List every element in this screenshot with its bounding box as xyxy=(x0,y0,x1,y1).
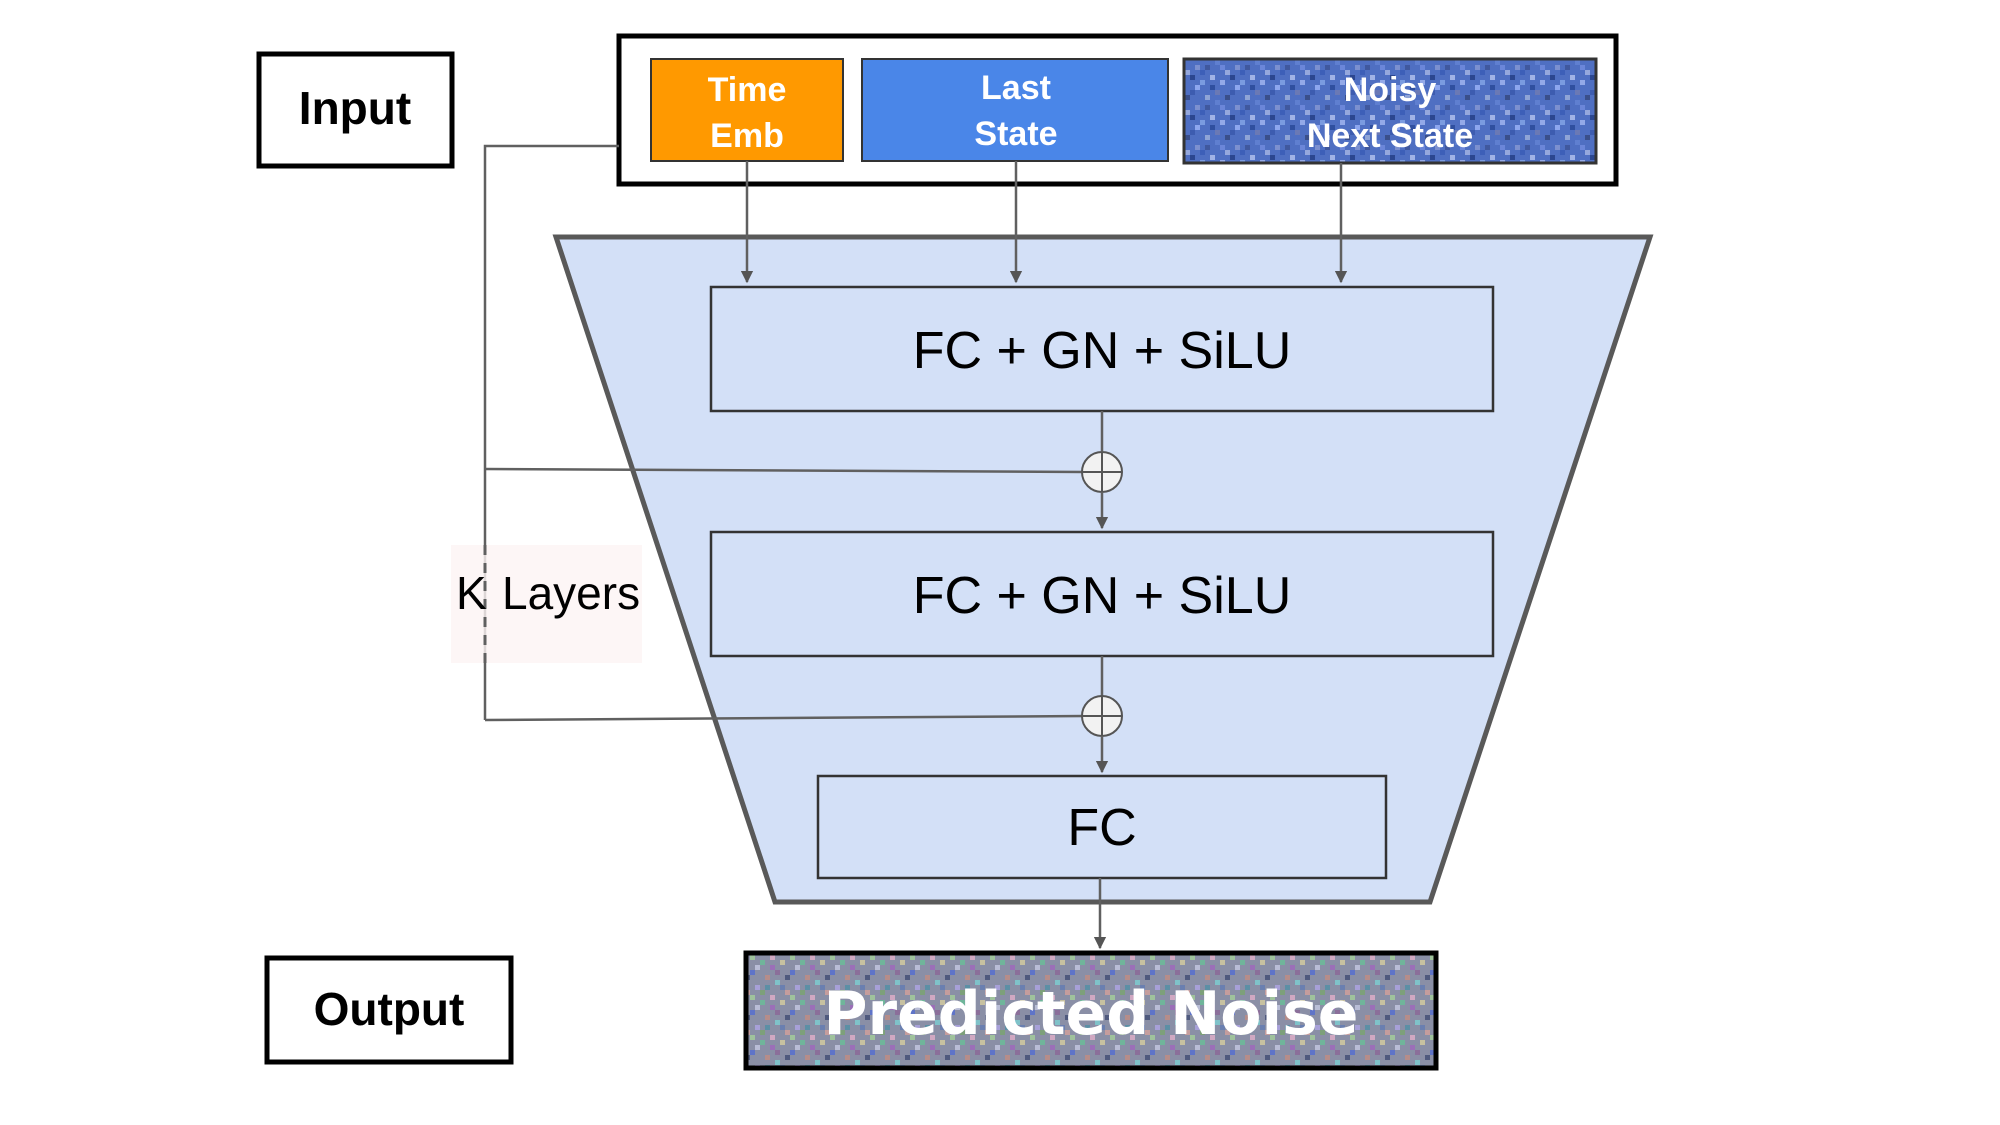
fc-block-3: FC xyxy=(816,774,1388,880)
sum-node-1-icon xyxy=(1081,451,1123,493)
skip-connection-wires xyxy=(483,144,1086,722)
fc-gn-silu-block-1: FC + GN + SiLU xyxy=(709,285,1495,413)
input-label-box: Input xyxy=(256,51,455,169)
noisy-next-state-line1: Noisy xyxy=(1344,71,1437,109)
time-emb-line2: Emb xyxy=(710,117,784,155)
fc-gn-silu-block-2: FC + GN + SiLU xyxy=(709,530,1495,658)
predicted-noise-label: Predicted Noise xyxy=(824,979,1359,1049)
block-1-label: FC + GN + SiLU xyxy=(913,322,1292,380)
noisy-next-state-input: Noisy Next State xyxy=(1182,57,1598,165)
last-state-line2: State xyxy=(974,115,1057,153)
block-3-label: FC xyxy=(1067,799,1136,857)
block-2-label: FC + GN + SiLU xyxy=(913,567,1292,625)
noisy-next-state-line2: Next State xyxy=(1307,117,1473,155)
k-layers-label: K Layers xyxy=(451,545,642,663)
output-label-box: Output xyxy=(264,955,514,1065)
sum-node-2-icon xyxy=(1081,695,1123,737)
last-state-line1: Last xyxy=(981,69,1051,107)
output-label: Output xyxy=(314,983,465,1035)
time-emb-line1: Time xyxy=(708,71,787,109)
last-state-input: Last State xyxy=(861,58,1169,162)
time-emb-input: Time Emb xyxy=(650,58,844,162)
k-layers-k-text: K xyxy=(456,567,487,619)
input-label: Input xyxy=(299,82,411,134)
input-arrows xyxy=(740,161,1348,284)
k-layers-word-text: Layers xyxy=(502,567,640,619)
predicted-noise-output: Predicted Noise xyxy=(743,950,1439,1071)
